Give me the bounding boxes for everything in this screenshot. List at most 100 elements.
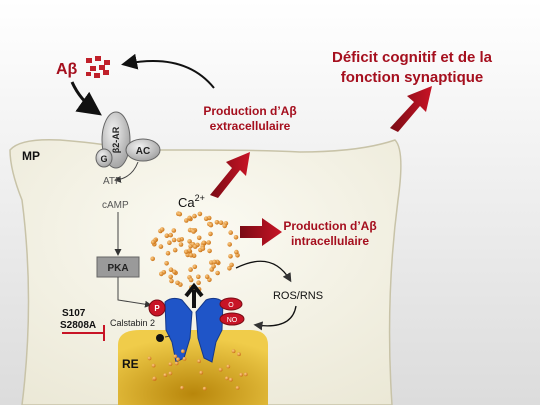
abeta-cluster-icon bbox=[86, 56, 110, 78]
arrow-abeta-to-receptor bbox=[70, 81, 102, 116]
calcium-dot bbox=[159, 227, 165, 232]
calcium-dot bbox=[187, 239, 192, 244]
er-calcium-dot bbox=[226, 364, 231, 369]
ros-rns-label: ROS/RNS bbox=[273, 290, 323, 302]
calstabin-link bbox=[164, 335, 171, 338]
abeta-label: Aβ bbox=[56, 61, 78, 78]
calcium-dot bbox=[187, 215, 192, 221]
arrow-from-ros bbox=[253, 305, 297, 331]
er-calcium-dot bbox=[225, 376, 229, 381]
arrow-to-deficit bbox=[390, 86, 432, 132]
prod-extra-line2: extracellulaire bbox=[210, 119, 291, 133]
calcium-dot bbox=[222, 223, 227, 229]
pka-label: PKA bbox=[107, 263, 128, 274]
calcium-dot bbox=[208, 222, 214, 228]
o-label: O bbox=[228, 302, 234, 309]
calcium-dot bbox=[184, 218, 189, 223]
calcium-dot bbox=[218, 220, 224, 225]
calcium-dot bbox=[164, 261, 169, 266]
er-calcium-dot bbox=[239, 372, 244, 377]
er-calcium-dot bbox=[173, 354, 178, 359]
er-calcium-dot bbox=[180, 385, 185, 390]
er-calcium-dot bbox=[176, 357, 180, 362]
er-calcium-dot bbox=[181, 349, 185, 354]
calcium-dot bbox=[196, 274, 201, 280]
calcium-dot bbox=[183, 249, 189, 255]
calcium-dot bbox=[227, 242, 232, 247]
calcium-dot bbox=[196, 235, 202, 241]
adenylyl-cyclase bbox=[125, 138, 161, 162]
calcium-dot bbox=[168, 267, 174, 273]
er-calcium-dot bbox=[231, 349, 236, 354]
er-calcium-dot bbox=[202, 386, 207, 391]
calcium-dot bbox=[191, 229, 196, 234]
deficit-line2: fonction synaptique bbox=[341, 69, 484, 86]
atp-label: ATP bbox=[103, 176, 122, 187]
calcium-dot bbox=[192, 213, 197, 219]
mp-label: MP bbox=[22, 149, 40, 163]
calcium-dot bbox=[201, 240, 207, 246]
calcium-dot bbox=[169, 278, 174, 284]
calcium-dot bbox=[175, 280, 180, 286]
calcium-dot bbox=[233, 235, 239, 240]
er-calcium-dot bbox=[168, 362, 173, 366]
arrow-ac-atp bbox=[114, 161, 139, 183]
calcium-dot bbox=[167, 240, 172, 245]
s107-label: S107 bbox=[62, 308, 86, 319]
nitrosylation-marker bbox=[219, 312, 245, 326]
calcium-dot bbox=[164, 233, 170, 238]
prod-intra-line1: Production d’Aβ bbox=[283, 219, 376, 233]
calcium-dot bbox=[165, 250, 171, 256]
no-label: NO bbox=[227, 317, 238, 324]
calcium-dot bbox=[234, 249, 239, 255]
calcium-dot bbox=[150, 256, 155, 262]
calcium-dot bbox=[177, 211, 183, 217]
er-calcium-dot bbox=[151, 363, 156, 368]
er-calcium-dots bbox=[147, 349, 248, 391]
calcium-dot bbox=[207, 248, 212, 254]
er-calcium-dot bbox=[197, 359, 202, 364]
calcium-dot bbox=[192, 244, 198, 249]
endoplasmic-reticulum bbox=[118, 330, 268, 405]
er-calcium-dot bbox=[182, 357, 187, 361]
calcium-dot bbox=[214, 220, 220, 225]
arrow-production-to-abeta bbox=[121, 53, 215, 89]
er-calcium-dot bbox=[199, 370, 204, 375]
calcium-dot bbox=[212, 259, 217, 265]
calcium-dot bbox=[215, 270, 220, 276]
calcium-dot bbox=[229, 262, 234, 268]
arrow-to-extracellular bbox=[210, 152, 250, 198]
calcium-label: Ca2+ bbox=[178, 193, 205, 210]
calcium-dot bbox=[150, 240, 156, 245]
calcium-dot bbox=[196, 280, 201, 286]
camp-label: cAMP bbox=[102, 200, 129, 211]
er-calcium-dot bbox=[174, 361, 179, 366]
deficit-line1: Déficit cognitif et de la bbox=[332, 49, 493, 66]
er-calcium-dot bbox=[229, 377, 233, 382]
er-calcium-dot bbox=[152, 376, 157, 381]
arrow-to-ros bbox=[235, 260, 292, 283]
er-calcium-dot bbox=[237, 352, 241, 357]
calcium-dot bbox=[228, 230, 233, 235]
calcium-dot bbox=[200, 246, 206, 251]
er-calcium-dot bbox=[243, 372, 248, 377]
calcium-dot bbox=[159, 271, 164, 277]
p-label: P bbox=[154, 304, 160, 313]
er-calcium-dot bbox=[163, 373, 168, 377]
prod-extra-line1: Production d’Aβ bbox=[203, 104, 296, 118]
ryr-channel-icon bbox=[164, 297, 224, 363]
calcium-dot bbox=[206, 240, 211, 245]
calcium-dot bbox=[171, 237, 177, 243]
calcium-dot bbox=[168, 274, 173, 280]
arrow-pka-p bbox=[117, 277, 152, 308]
calcium-dot bbox=[197, 211, 203, 217]
phospho-marker bbox=[148, 299, 166, 317]
calcium-dot bbox=[228, 253, 233, 259]
calcium-dot bbox=[172, 247, 178, 253]
oxidation-marker bbox=[219, 297, 243, 311]
prod-intra-line2: intracellulaire bbox=[291, 234, 369, 248]
calstabin-dot bbox=[156, 334, 164, 342]
g-protein bbox=[95, 148, 113, 168]
